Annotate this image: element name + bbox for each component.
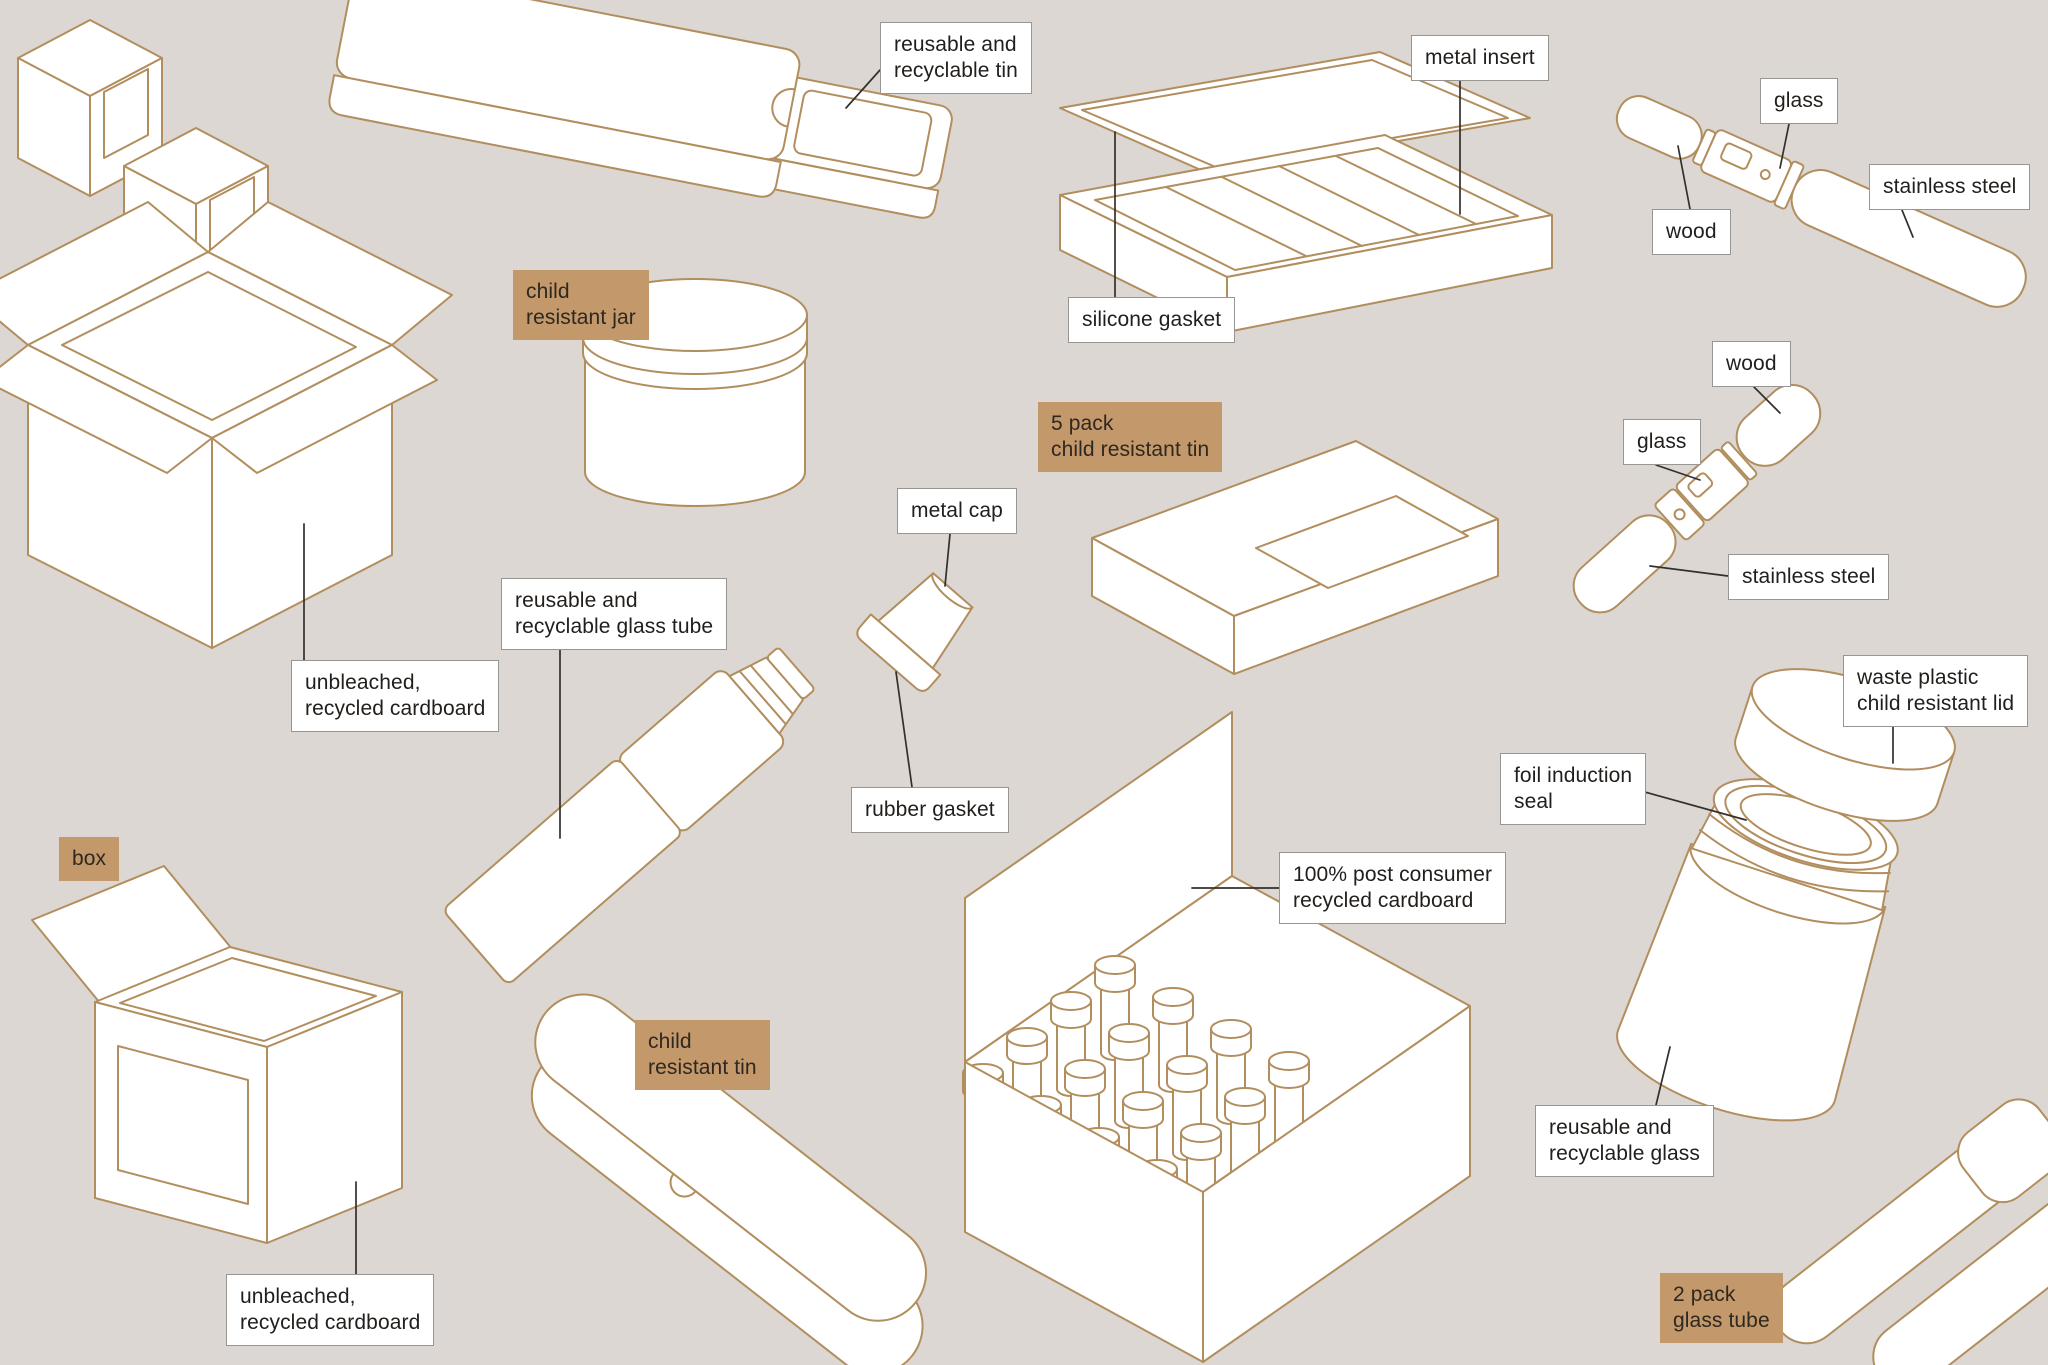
- label-waste-plastic-lid: waste plastic child resistant lid: [1843, 655, 2029, 728]
- illustration-slide-tin: [328, 0, 953, 219]
- illustration-vape-pen-angled: [1572, 383, 1822, 614]
- label-5pack-child-resistant-tin: 5 pack child resistant tin: [1038, 402, 1223, 473]
- illustration-glass-tube: [444, 647, 815, 984]
- leader-lines: [303, 69, 1914, 1275]
- label-reusable-glass: reusable and recyclable glass: [1535, 1105, 1714, 1178]
- label-pen2-stainless-steel: stainless steel: [1728, 554, 1890, 601]
- label-silicone-gasket: silicone gasket: [1068, 297, 1236, 344]
- label-unbleached-cardboard-top: unbleached, recycled cardboard: [291, 660, 500, 733]
- illustration-carton-box: [31, 865, 403, 1244]
- illustration-metal-cap: [856, 572, 974, 692]
- label-pen2-wood: wood: [1712, 341, 1791, 388]
- label-child-resistant-tin: child resistant tin: [635, 1020, 770, 1091]
- label-metal-cap: metal cap: [897, 488, 1017, 535]
- label-child-resistant-jar: child resistant jar: [513, 270, 649, 341]
- illustration-vape-pen-straight: [1615, 95, 2027, 308]
- illustration-preroll-tin-open: [1059, 51, 1553, 333]
- label-2pack-glass-tube: 2 pack glass tube: [1660, 1273, 1783, 1344]
- label-foil-induction-seal: foil induction seal: [1500, 753, 1647, 826]
- label-pen2-glass: glass: [1623, 419, 1701, 466]
- label-post-consumer-cardboard: 100% post consumer recycled cardboard: [1279, 852, 1507, 925]
- illustration-open-shipping-box: [0, 201, 453, 649]
- label-rubber-gasket: rubber gasket: [851, 787, 1009, 834]
- label-pen1-glass: glass: [1760, 78, 1838, 125]
- label-reusable-glass-tube: reusable and recyclable glass tube: [501, 578, 728, 651]
- illustration-2pack-tubes: [1772, 1098, 2048, 1365]
- label-box: box: [59, 837, 120, 882]
- label-reusable-recyclable-tin: reusable and recyclable tin: [880, 22, 1032, 95]
- illustration-5pack-tin: [1091, 440, 1499, 675]
- label-unbleached-cardboard-bottom: unbleached, recycled cardboard: [226, 1274, 435, 1347]
- illustration-child-resistant-slide-tin: [530, 993, 928, 1365]
- label-metal-insert: metal insert: [1411, 35, 1549, 82]
- label-pen1-wood: wood: [1652, 209, 1731, 256]
- label-pen1-stainless-steel: stainless steel: [1869, 164, 2031, 211]
- illustration-glass-jar: [1616, 778, 1899, 1122]
- illustration-tube-crate: [962, 711, 1471, 1363]
